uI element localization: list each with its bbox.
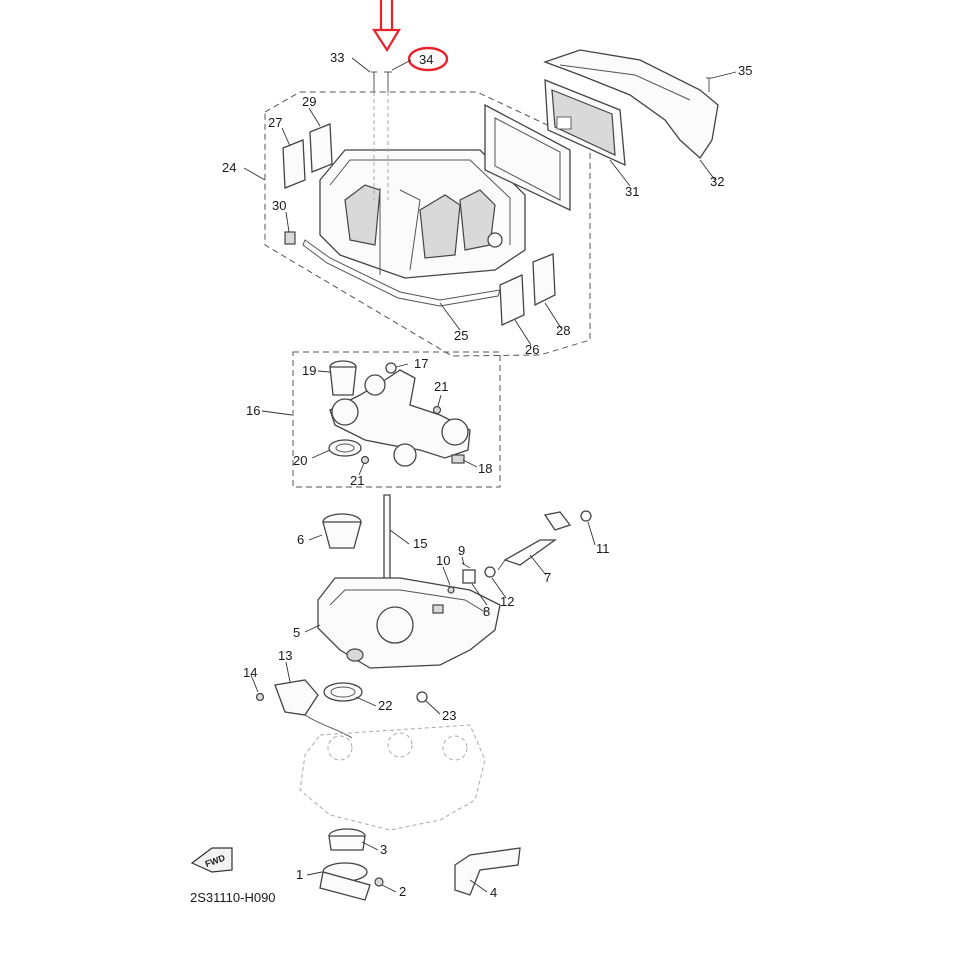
callout-35: 35 [738, 63, 752, 78]
nut-21-upper [432, 405, 442, 415]
callout-10: 10 [436, 553, 450, 568]
grommet-17 [385, 362, 397, 374]
bolt-12 [484, 566, 496, 578]
callout-6: 6 [297, 532, 304, 547]
screw-14 [255, 692, 265, 702]
callout-25: 25 [454, 328, 468, 343]
callout-23: 23 [442, 708, 456, 723]
callout-29: 29 [302, 94, 316, 109]
callout-33: 33 [330, 50, 344, 65]
callout-26: 26 [525, 342, 539, 357]
air-filter-cover-32 [543, 49, 719, 159]
callout-12: 12 [500, 594, 514, 609]
bolt-33 [371, 71, 377, 92]
callout-8: 8 [483, 604, 490, 619]
sensor-13 [274, 679, 353, 739]
o-ring-22 [323, 682, 363, 702]
callout-15: 15 [413, 536, 427, 551]
clamp-3 [328, 828, 366, 851]
callout-21-upper: 21 [434, 379, 448, 394]
plug-23 [416, 691, 428, 703]
callout-24: 24 [222, 160, 236, 175]
callout-31: 31 [625, 184, 639, 199]
bracket-8 [462, 569, 476, 584]
clip-18 [451, 454, 465, 464]
washer-11 [580, 510, 592, 522]
bracket-4 [454, 847, 521, 896]
clip-30 [284, 231, 296, 245]
callout-16: 16 [246, 403, 260, 418]
callout-5: 5 [293, 625, 300, 640]
callout-2: 2 [399, 884, 406, 899]
throttle-shaft-7 [497, 511, 572, 571]
drawing-code: 2S31110-H090 [190, 890, 276, 905]
bolt-34 [384, 71, 392, 92]
reed-plate-28 [532, 253, 556, 307]
middle-group-outline [292, 351, 501, 488]
callout-20: 20 [293, 453, 307, 468]
element-panel-22-filter-plate [484, 103, 571, 212]
callout-14: 14 [243, 665, 257, 680]
callout-1: 1 [296, 867, 303, 882]
callout-30: 30 [272, 198, 286, 213]
airbox-case-5 [317, 577, 501, 669]
engine-outline-ghost [299, 724, 486, 831]
callout-34: 34 [419, 52, 433, 67]
callout-13: 13 [278, 648, 292, 663]
callout-32: 32 [710, 174, 724, 189]
pipe-15 [383, 494, 391, 581]
callout-3: 3 [380, 842, 387, 857]
bolt-2 [374, 877, 384, 887]
callout-18: 18 [478, 461, 492, 476]
callout-7: 7 [544, 570, 551, 585]
airbox-gasket-25 [302, 239, 501, 307]
callout-27: 27 [268, 115, 282, 130]
joint-1 [319, 862, 371, 901]
leader-lines [243, 57, 737, 893]
callout-19: 19 [302, 363, 316, 378]
fwd-arrow-icon: FWD [190, 847, 233, 873]
air-filter-element-31 [544, 79, 626, 167]
cap-6 [322, 513, 362, 549]
nut-10 [447, 586, 455, 594]
reed-plate-27 [282, 139, 306, 189]
reed-plate-29 [309, 123, 333, 173]
reed-plate-26 [499, 274, 525, 326]
airbox-housing [319, 149, 526, 279]
long-screw-path [373, 92, 389, 200]
clip-9 [461, 562, 471, 569]
bolt-35 [706, 77, 712, 92]
callout-28: 28 [556, 323, 570, 338]
callout-17: 17 [414, 356, 428, 371]
nut-21-lower [360, 455, 370, 465]
joint-20 [328, 439, 362, 457]
highlight-circle-34 [407, 46, 449, 72]
highlight-arrow-icon [371, 0, 401, 53]
callouts: 33 34 35 29 27 24 30 31 32 25 26 28 19 1… [222, 50, 752, 900]
callout-9: 9 [458, 543, 465, 558]
callout-11: 11 [596, 541, 610, 556]
callout-22: 22 [378, 698, 392, 713]
upper-group-outline [264, 91, 591, 357]
intake-manifold-plate [329, 369, 471, 467]
callout-4: 4 [490, 885, 497, 900]
callout-21-lower: 21 [350, 473, 364, 488]
velocity-stack-19 [329, 360, 357, 396]
